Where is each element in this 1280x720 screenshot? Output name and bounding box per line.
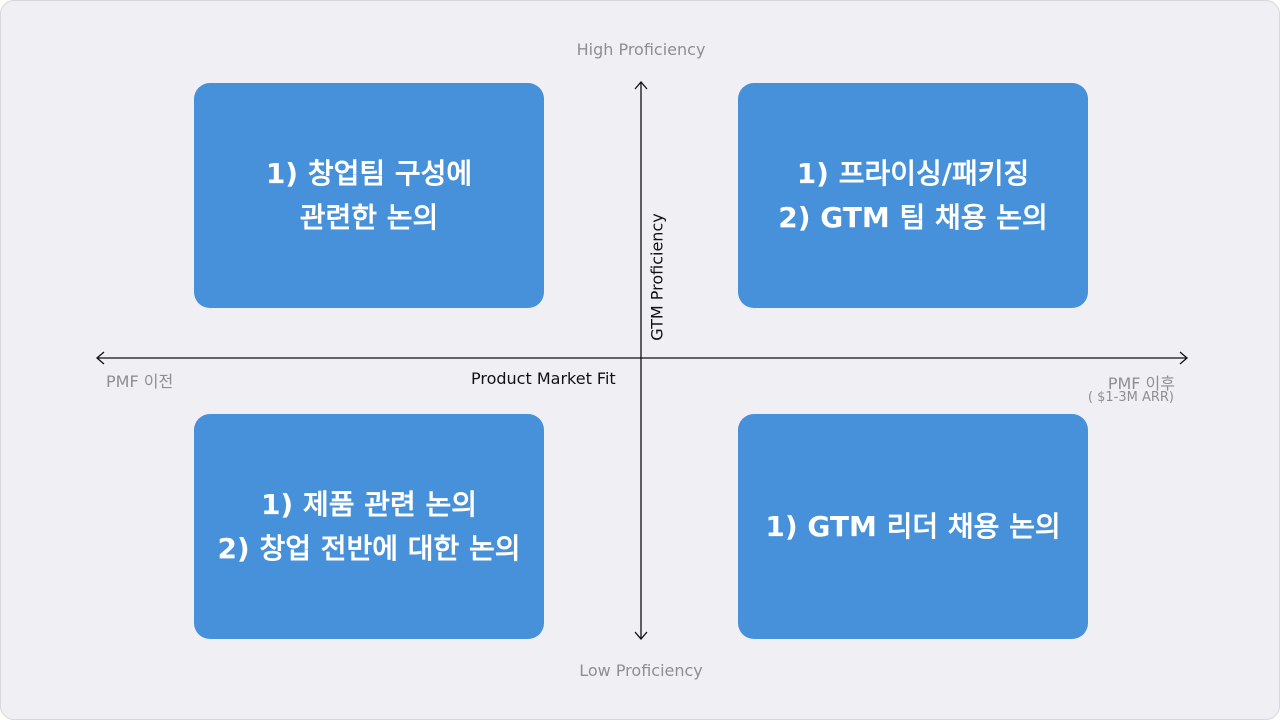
- pmf-before-label: PMF 이전: [106, 372, 174, 391]
- quadrant-line: 2) GTM 팀 채용 논의: [778, 200, 1048, 234]
- quadrant-line: 1) 제품 관련 논의: [260, 487, 478, 521]
- quadrant-bottom-right: 1) GTM 리더 채용 논의: [738, 414, 1088, 639]
- y-axis-title: GTM Proficiency: [647, 213, 667, 341]
- x-axis-title: Product Market Fit: [471, 369, 616, 388]
- quadrant-line: 1) 프라이싱/패키징: [796, 156, 1030, 190]
- quadrant-line: 2) 창업 전반에 대한 논의: [217, 531, 521, 565]
- x-axis-right-arrowhead: [1179, 351, 1188, 365]
- y-axis-bottom-arrowhead: [634, 631, 648, 640]
- quadrant-top-right: 1) 프라이싱/패키징 2) GTM 팀 채용 논의: [738, 83, 1088, 308]
- y-axis-top-arrowhead: [634, 81, 648, 90]
- quadrant-line: 관련한 논의: [299, 200, 439, 234]
- quadrant-bottom-left: 1) 제품 관련 논의 2) 창업 전반에 대한 논의: [194, 414, 544, 639]
- quadrant-line: 1) GTM 리더 채용 논의: [765, 509, 1061, 543]
- high-proficiency-label: High Proficiency: [576, 40, 706, 59]
- arr-range-label: ( $1-3M ARR): [1087, 390, 1174, 405]
- x-axis-left-arrowhead: [96, 351, 105, 365]
- low-proficiency-label: Low Proficiency: [579, 661, 703, 680]
- pmf-after-label: PMF 이후: [1107, 374, 1175, 393]
- quadrant-line: 1) 창업팀 구성에: [265, 156, 473, 190]
- quadrant-top-left: 1) 창업팀 구성에 관련한 논의: [194, 83, 544, 308]
